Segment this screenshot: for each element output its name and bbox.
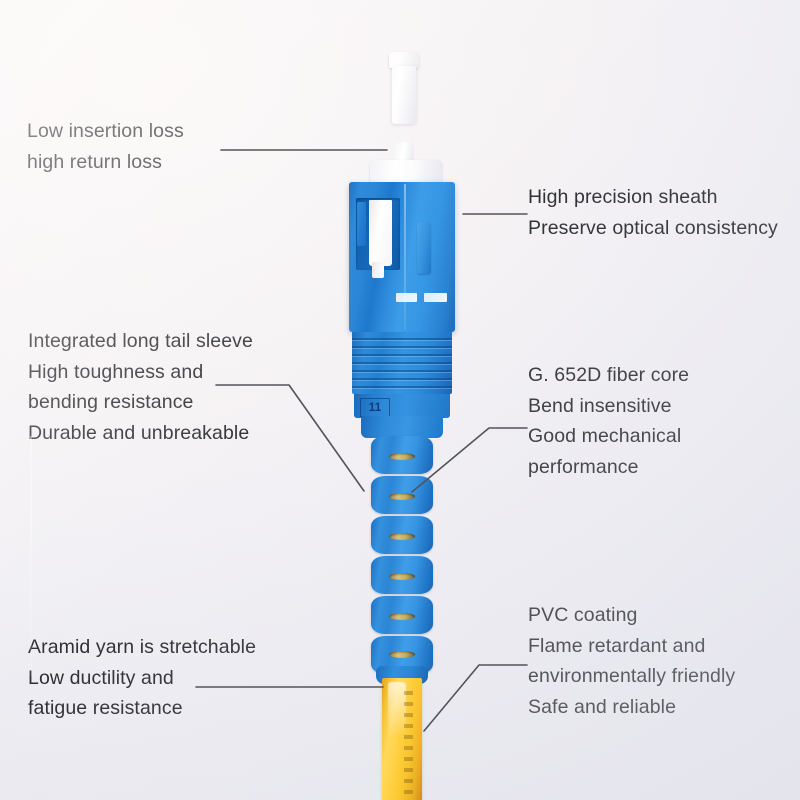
annotation-line: High precision sheath [528,186,718,208]
annotation-line: High toughness and [28,360,204,383]
annotation-line: Integrated long tail sleeve [28,330,253,352]
annotation-line: Low insertion loss [27,120,184,142]
annotation-line: Aramid yarn is stretchable [28,636,257,658]
connector-white-mark-left [396,293,417,302]
white-inner-housing [370,160,442,185]
connector-white-latch [369,200,392,278]
strain-relief-boot [371,436,433,676]
annotation-line: bending resistance [28,391,194,413]
annotation-line: Good mechanical [528,425,682,447]
annotation-line: Low ductility and [28,666,174,689]
annotation-line: fatigue resistance [28,697,183,719]
annotation-high-precision-sheath: High precision sheath Preserve optical c… [528,182,778,243]
connector-white-mark-right [424,293,447,302]
connector-latch-tab [357,202,366,246]
annotation-aramid-yarn: Aramid yarn is stretchable Low ductility… [28,632,256,724]
boot-collar [361,416,443,438]
annotation-line: Flame retardant and [528,634,706,657]
annotation-line: environmentally friendly [528,665,736,687]
ferrule-stub [395,142,414,164]
cable-highlight [388,682,406,734]
annotation-line: high return loss [27,150,162,173]
annotation-low-insertion-loss: Low insertion loss high return loss [27,116,184,177]
connector-grip-ridges [352,332,452,394]
annotation-line: performance [528,455,639,478]
annotation-integrated-long-tail-sleeve: Integrated long tail sleeve High toughne… [28,326,253,448]
connector-foot: 11 [354,394,450,418]
cable-printed-marking [404,684,413,794]
annotation-line: Bend insensitive [528,394,672,417]
annotation-line: PVC coating [528,604,638,626]
annotation-line: G. 652D fiber core [528,364,690,386]
annotation-line: Preserve optical consistency [528,216,778,239]
annotation-line: Durable and unbreakable [28,421,250,444]
annotation-fiber-core: G. 652D fiber core Bend insensitive Good… [528,360,689,482]
boot-seam [30,436,32,676]
annotation-line: Safe and reliable [528,695,677,718]
connector-key-rib [417,222,431,274]
annotation-pvc-coating: PVC coating Flame retardant and environm… [528,600,735,722]
housing-stamp-label: 11 [360,398,390,417]
connector-seam [404,184,406,330]
dust-cap-top [389,52,419,68]
dust-cap-body [392,66,416,124]
